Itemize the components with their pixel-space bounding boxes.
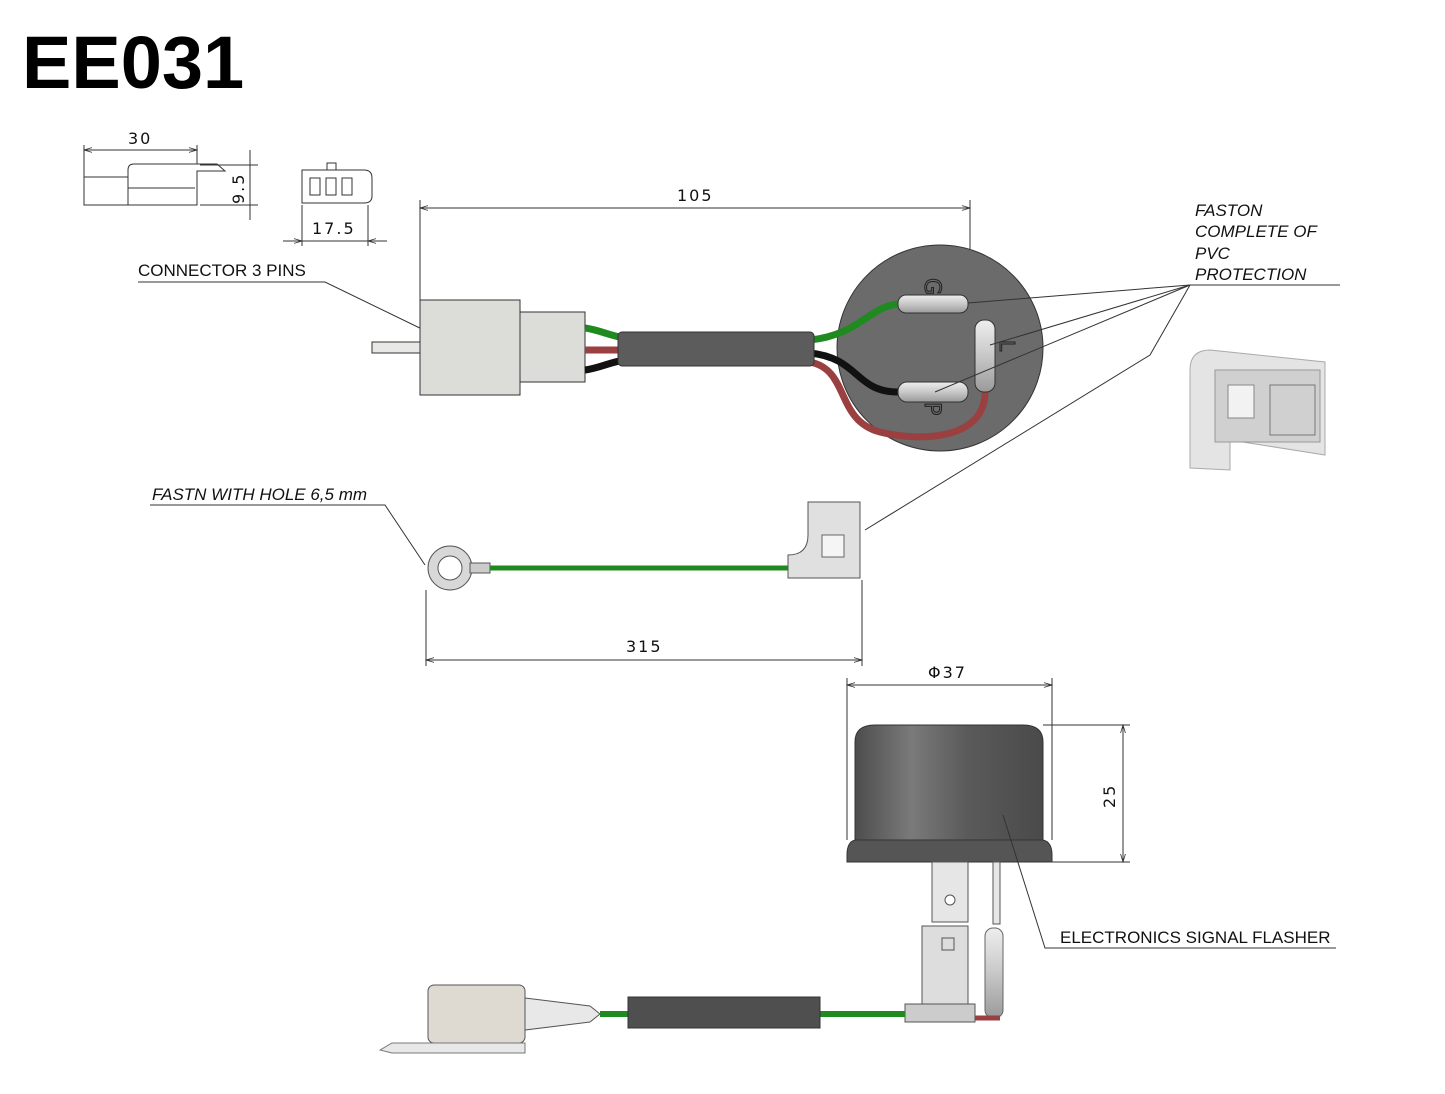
- dim-connector-height: 9.5: [229, 173, 248, 204]
- connector-front-view: 17.5: [283, 162, 387, 246]
- label-faston: FASTON COMPLETE OF PVC PROTECTION: [864, 201, 1340, 531]
- product-code: EE031: [22, 21, 244, 104]
- harness-assembly: G L P: [371, 244, 1044, 452]
- svg-text:FASTON: FASTON: [1195, 201, 1263, 220]
- svg-text:PROTECTION: PROTECTION: [1195, 265, 1307, 284]
- faston-detail: [1189, 349, 1326, 471]
- dim-flasher-diameter: Φ37: [928, 663, 967, 682]
- ground-wire: [427, 501, 861, 591]
- flasher-base-disc: [836, 244, 1044, 452]
- svg-text:COMPLETE OF: COMPLETE OF: [1195, 222, 1318, 241]
- faston-p: [897, 381, 969, 403]
- mark-p: P: [919, 402, 944, 415]
- electronic-flasher: [846, 724, 1053, 925]
- svg-text:PVC: PVC: [1195, 244, 1231, 263]
- connector-side-view: 30 9.5: [84, 129, 258, 220]
- mark-l: L: [995, 340, 1019, 352]
- label-flasher: ELECTRONICS SIGNAL FLASHER: [1060, 928, 1331, 947]
- faston-l: [974, 319, 996, 393]
- dim-connector-width: 17.5: [312, 219, 356, 238]
- label-ring-terminal: FASTN WITH HOLE 6,5 mm: [152, 485, 367, 504]
- mark-g: G: [919, 278, 944, 295]
- dim-harness-length: 105: [677, 186, 714, 205]
- cable-sleeve: [617, 331, 815, 367]
- flasher-cable-assembly: [378, 925, 1004, 1054]
- dim-connector-length: 30: [128, 129, 152, 148]
- dim-flasher-height: 25: [1100, 784, 1119, 808]
- faston-g: [897, 294, 969, 314]
- label-connector: CONNECTOR 3 PINS: [138, 261, 306, 280]
- dim-ground-wire-length: 315: [626, 637, 663, 656]
